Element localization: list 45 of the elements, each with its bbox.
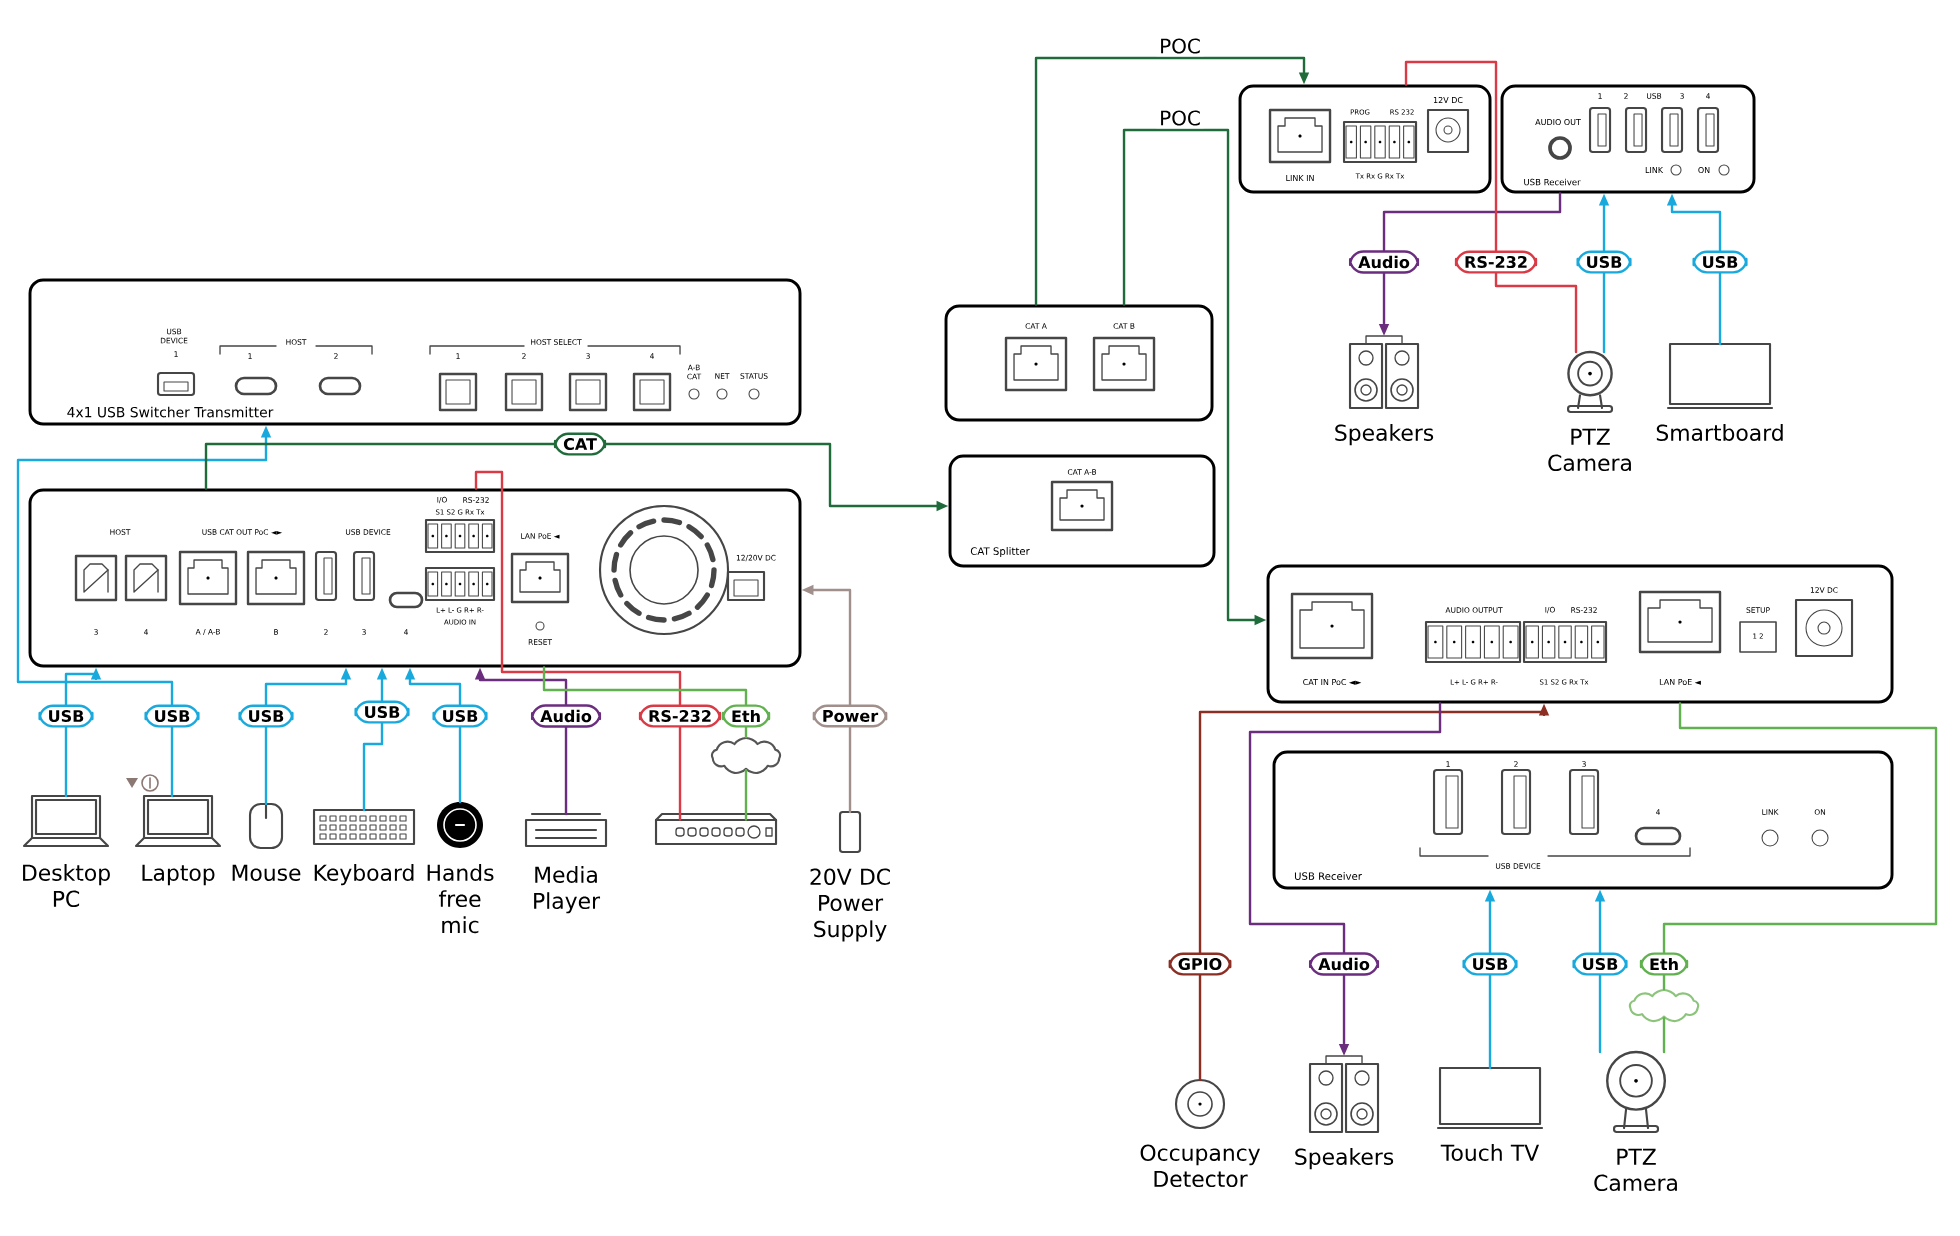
cable-label: Audio [1308,952,1380,976]
device-label: PTZ Camera [1548,428,1631,472]
cable-label: Audio [530,704,602,728]
device-label: Media Player [534,866,601,914]
device-label: PTZ Camera [1594,1148,1677,1192]
device-label: Keyboard [314,864,414,886]
cable-label: GPIO [1168,952,1232,976]
controller-drawing [654,812,778,846]
cable-label: USB [238,704,294,728]
cable-label: Power [812,704,888,728]
device-label: 20V DC Power Supply [810,868,890,942]
cloud-icon [1628,988,1700,1023]
device-label: Occupancy Detector [1140,1144,1260,1188]
device-label: Desktop PC [23,864,110,908]
connector-line [474,470,682,821]
cable-label: USB [1572,952,1628,976]
device-label: Touch TV [1440,1144,1539,1161]
edge-label: POC [1156,107,1204,129]
cable-label: USB [38,704,94,728]
arrow [1034,56,1310,306]
device-label: Speakers [1335,424,1434,446]
cable-label: Eth [1639,952,1689,976]
device-label: Hands free mic [427,864,494,934]
cable-label: RS-232 [638,704,722,728]
device-label: Laptop [142,864,215,886]
connector-line [542,666,748,739]
cable-label: USB [432,704,488,728]
cable-label: USB [354,700,410,724]
cable-label: USB [1462,952,1518,976]
edge-label: POC [1156,35,1204,57]
cable-label: Eth [721,704,771,728]
connector-line [744,769,748,821]
cable-label: USB [1692,250,1748,274]
connector-line [1662,702,1938,991]
device-label: Speakers [1295,1148,1394,1170]
cable-label: USB [1576,250,1632,274]
cable-label: Audio [1348,250,1420,274]
cloud-icon [711,736,782,775]
cable-label: CAT [553,432,607,456]
device-label: Mouse [232,864,301,881]
cable-label: RS-232 [1454,250,1538,274]
connector-line [1404,60,1578,354]
cable-label: USB [144,704,200,728]
device-label: Smartboard [1656,424,1783,441]
connector-line [1662,1016,1666,1054]
